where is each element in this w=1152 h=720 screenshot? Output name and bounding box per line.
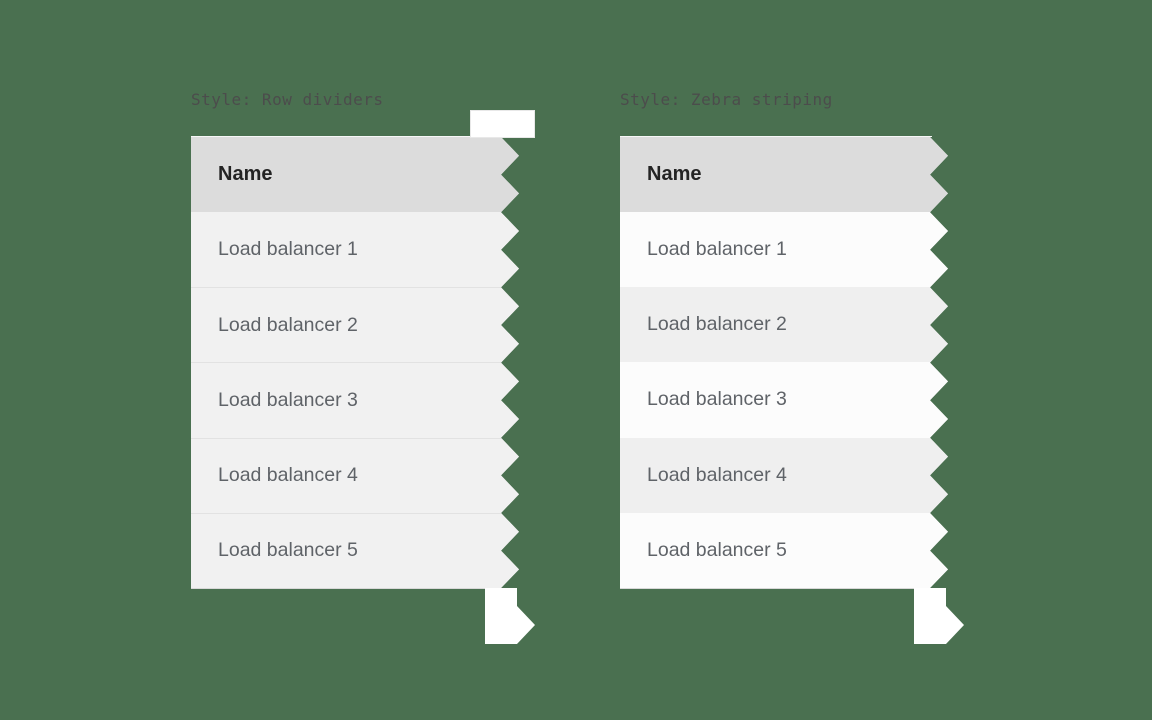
table-row[interactable]: Load balancer 5 (191, 512, 519, 588)
table-header-row: Name (620, 137, 948, 212)
table-bottom-hairline (620, 588, 932, 589)
table-row[interactable]: Load balancer 1 (191, 212, 519, 288)
cell-name: Load balancer 4 (647, 463, 787, 486)
cell-name: Load balancer 1 (218, 238, 358, 261)
cell-name: Load balancer 5 (647, 538, 787, 561)
table-row[interactable]: Load balancer 2 (191, 287, 519, 363)
panel-row-dividers: Style: Row dividers Name Load balancer 1… (191, 0, 611, 720)
table-top-hairline (191, 136, 503, 137)
cell-name: Load balancer 2 (218, 313, 358, 336)
cell-name: Load balancer 4 (218, 464, 358, 487)
table-surface: Name Load balancer 1 Load balancer 2 Loa… (191, 137, 519, 588)
table-header-row: Name (191, 137, 519, 212)
cell-name: Load balancer 3 (647, 388, 787, 411)
cell-name: Load balancer 5 (218, 539, 358, 562)
cell-name: Load balancer 1 (647, 238, 787, 261)
table-row[interactable]: Load balancer 3 (620, 362, 948, 438)
table-row[interactable]: Load balancer 5 (620, 512, 948, 588)
top-flag-decoration (470, 110, 535, 138)
table-top-hairline (620, 136, 932, 137)
table-row[interactable]: Load balancer 2 (620, 287, 948, 363)
table-row[interactable]: Load balancer 1 (620, 212, 948, 288)
bottom-flag-decoration (485, 588, 535, 644)
style-label-row-dividers: Style: Row dividers (191, 90, 384, 109)
cell-name: Load balancer 3 (218, 388, 358, 411)
panel-zebra-striping: Style: Zebra striping Name Load balancer… (620, 0, 1040, 720)
column-header-name: Name (647, 163, 702, 185)
table-bottom-hairline (191, 588, 503, 589)
bottom-flag-decoration (914, 588, 964, 644)
column-header-name: Name (218, 163, 273, 185)
table-row-dividers: Name Load balancer 1 Load balancer 2 Loa… (191, 137, 536, 588)
style-label-zebra-striping: Style: Zebra striping (620, 90, 833, 109)
table-zebra-striping: Name Load balancer 1 Load balancer 2 Loa… (620, 137, 965, 588)
table-row[interactable]: Load balancer 4 (620, 437, 948, 513)
cell-name: Load balancer 2 (647, 313, 787, 336)
table-row[interactable]: Load balancer 3 (191, 362, 519, 438)
table-row[interactable]: Load balancer 4 (191, 437, 519, 513)
table-surface: Name Load balancer 1 Load balancer 2 Loa… (620, 137, 948, 588)
